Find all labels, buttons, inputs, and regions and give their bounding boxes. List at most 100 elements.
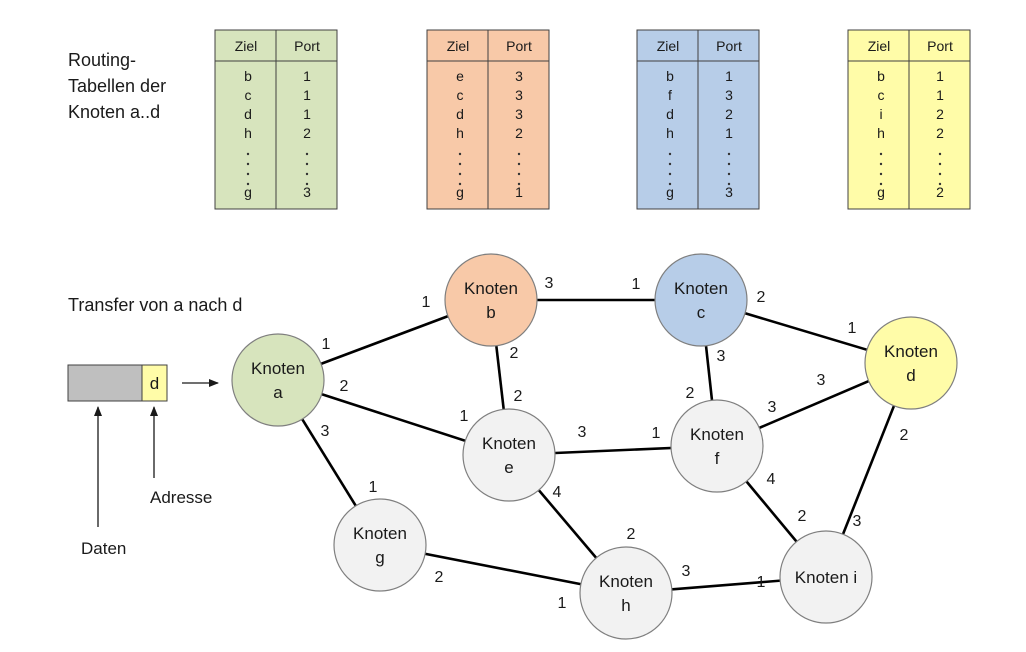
table-cell-ziel: b (244, 68, 252, 84)
port-g-to-a: 1 (369, 479, 378, 496)
node-c-label: Knoten (674, 279, 728, 298)
title-line-2: Tabellen der (68, 76, 166, 96)
table-ellipsis-dot (879, 172, 883, 176)
port-h-to-e: 2 (627, 526, 636, 543)
node-d-circle (864, 316, 958, 410)
table-ellipsis-dot (938, 152, 942, 156)
table-header-ziel: Ziel (657, 38, 680, 54)
node-e-id: e (504, 458, 513, 477)
node-a-circle (231, 333, 325, 427)
title-line-1: Routing- (68, 50, 136, 70)
port-d-to-c: 1 (848, 320, 857, 337)
table-cell-ziel: h (666, 125, 674, 141)
table-header-port: Port (716, 38, 742, 54)
table-cell-ziel: b (877, 68, 885, 84)
table-ellipsis-dot (727, 172, 731, 176)
table-cell-ziel: h (456, 125, 464, 141)
node-a-label: Knoten (251, 359, 305, 378)
table-ellipsis-dot (938, 172, 942, 176)
table-ellipsis-dot (458, 162, 462, 166)
table-cell-port: 2 (936, 184, 944, 200)
port-a-to-g: 3 (321, 423, 330, 440)
table-ellipsis-dot (938, 162, 942, 166)
table-ellipsis-dot (246, 182, 250, 186)
table-cell-ziel: i (879, 106, 882, 122)
port-g-to-h: 2 (435, 569, 444, 586)
port-d-to-f: 3 (817, 372, 826, 389)
node-b-label: Knoten (464, 279, 518, 298)
table-ellipsis-dot (305, 182, 309, 186)
port-a-to-e: 2 (340, 378, 349, 395)
table-cell-port: 1 (303, 68, 311, 84)
table-ellipsis-dot (305, 152, 309, 156)
node-b-circle (444, 253, 538, 347)
port-e-to-b: 2 (514, 388, 523, 405)
node-b: Knoten b (444, 253, 538, 347)
node-e-circle (462, 408, 556, 502)
node-d-id: d (906, 366, 915, 385)
port-f-to-e: 1 (652, 425, 661, 442)
packet-data-box (67, 364, 143, 402)
table-cell-ziel: g (877, 184, 885, 200)
table-header-port: Port (506, 38, 532, 54)
table-cell-ziel: g (456, 184, 464, 200)
port-e-to-h: 4 (553, 484, 562, 501)
table-ellipsis-dot (727, 152, 731, 156)
table-cell-port: 1 (515, 184, 523, 200)
table-cell-ziel: c (245, 87, 252, 103)
table-cell-port: 3 (515, 87, 523, 103)
table-cell-port: 3 (515, 106, 523, 122)
table-header-port: Port (927, 38, 953, 54)
node-a-id: a (273, 383, 283, 402)
table-cell-ziel: c (457, 87, 464, 103)
table-cell-port: 3 (725, 184, 733, 200)
table-ellipsis-dot (458, 152, 462, 156)
table-cell-ziel: g (666, 184, 674, 200)
data-label: Daten (81, 539, 126, 558)
port-c-to-b: 1 (632, 276, 641, 293)
table-ellipsis-dot (517, 172, 521, 176)
port-f-to-d: 3 (768, 399, 777, 416)
packet: d Adresse Daten (67, 364, 219, 558)
table-cell-port: 3 (725, 87, 733, 103)
port-f-to-i: 4 (767, 471, 776, 488)
table-cell-port: 2 (725, 106, 733, 122)
table-ellipsis-dot (879, 152, 883, 156)
node-f-id: f (715, 449, 720, 468)
table-ellipsis-dot (879, 182, 883, 186)
table-header-port: Port (294, 38, 320, 54)
table-ellipsis-dot (727, 162, 731, 166)
node-b-id: b (486, 303, 495, 322)
table-cell-port: 2 (303, 125, 311, 141)
node-i: Knoten i (779, 530, 873, 624)
table-cell-port: 3 (303, 184, 311, 200)
packet-address-box (141, 364, 168, 402)
table-cell-ziel: g (244, 184, 252, 200)
table-cell-port: 1 (725, 68, 733, 84)
port-i-to-f: 2 (798, 508, 807, 525)
port-d-to-i: 2 (900, 427, 909, 444)
port-b-to-a: 1 (422, 294, 431, 311)
table-ellipsis-dot (938, 182, 942, 186)
table-header-ziel: Ziel (235, 38, 258, 54)
table-cell-ziel: d (666, 106, 674, 122)
address-label: Adresse (150, 488, 212, 507)
table-ellipsis-dot (246, 152, 250, 156)
node-i-label: Knoten i (795, 568, 857, 587)
table-ellipsis-dot (458, 182, 462, 186)
node-f-label: Knoten (690, 425, 744, 444)
port-c-to-d: 2 (757, 289, 766, 306)
node-h-circle (579, 546, 673, 640)
node-g-circle (333, 498, 427, 592)
table-cell-port: 1 (936, 68, 944, 84)
table-cell-ziel: d (244, 106, 252, 122)
table-ellipsis-dot (517, 152, 521, 156)
table-ellipsis-dot (668, 172, 672, 176)
